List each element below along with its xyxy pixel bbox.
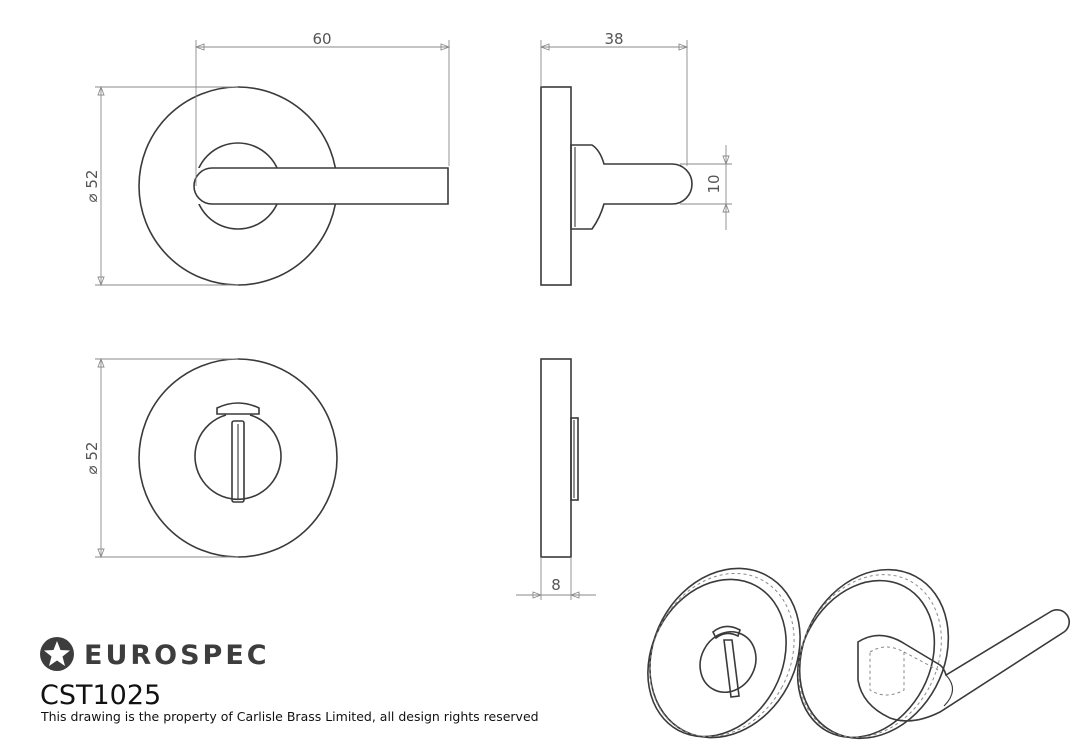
lever-bar-outline	[193, 167, 449, 205]
lever-side-view	[540, 86, 693, 286]
lever-front-dimensions: 60 ⌀ 52	[83, 30, 451, 287]
product-code: CST1025	[40, 680, 161, 711]
side-rose-outline	[540, 86, 572, 286]
rose-depth-label: 8	[551, 576, 561, 594]
star-in-circle-icon	[40, 637, 74, 671]
copyright-notice: This drawing is the property of Carlisle…	[40, 709, 539, 724]
lever-isometric-view	[796, 568, 1070, 740]
side-lever-profile	[570, 144, 693, 230]
turn-release-isometric-view	[647, 567, 801, 739]
release-side-dimensions: 8	[516, 557, 596, 600]
release-boss-outline	[194, 414, 282, 501]
lever-front-view	[138, 86, 450, 286]
release-front-dimensions: ⌀ 52	[83, 357, 238, 559]
release-side-turn-outline	[570, 417, 579, 501]
rose-diameter-top-label: ⌀ 52	[83, 170, 101, 203]
rose-diameter-bottom-label: ⌀ 52	[83, 442, 101, 475]
release-side-rose-outline	[540, 358, 572, 558]
lever-thickness-label: 10	[705, 174, 723, 193]
indicator-window	[216, 402, 260, 415]
boss-mask	[190, 168, 450, 204]
turn-release-front-view	[138, 358, 338, 558]
lever-length-label: 60	[312, 30, 331, 48]
brand-name: EUROSPEC	[84, 640, 270, 671]
eurospec-logo: EUROSPEC	[40, 637, 270, 671]
turn-slot-outline	[231, 420, 245, 503]
lever-side-dimensions: 38 10	[539, 30, 732, 230]
turn-release-side-view	[540, 358, 579, 558]
projection-label: 38	[604, 30, 623, 48]
